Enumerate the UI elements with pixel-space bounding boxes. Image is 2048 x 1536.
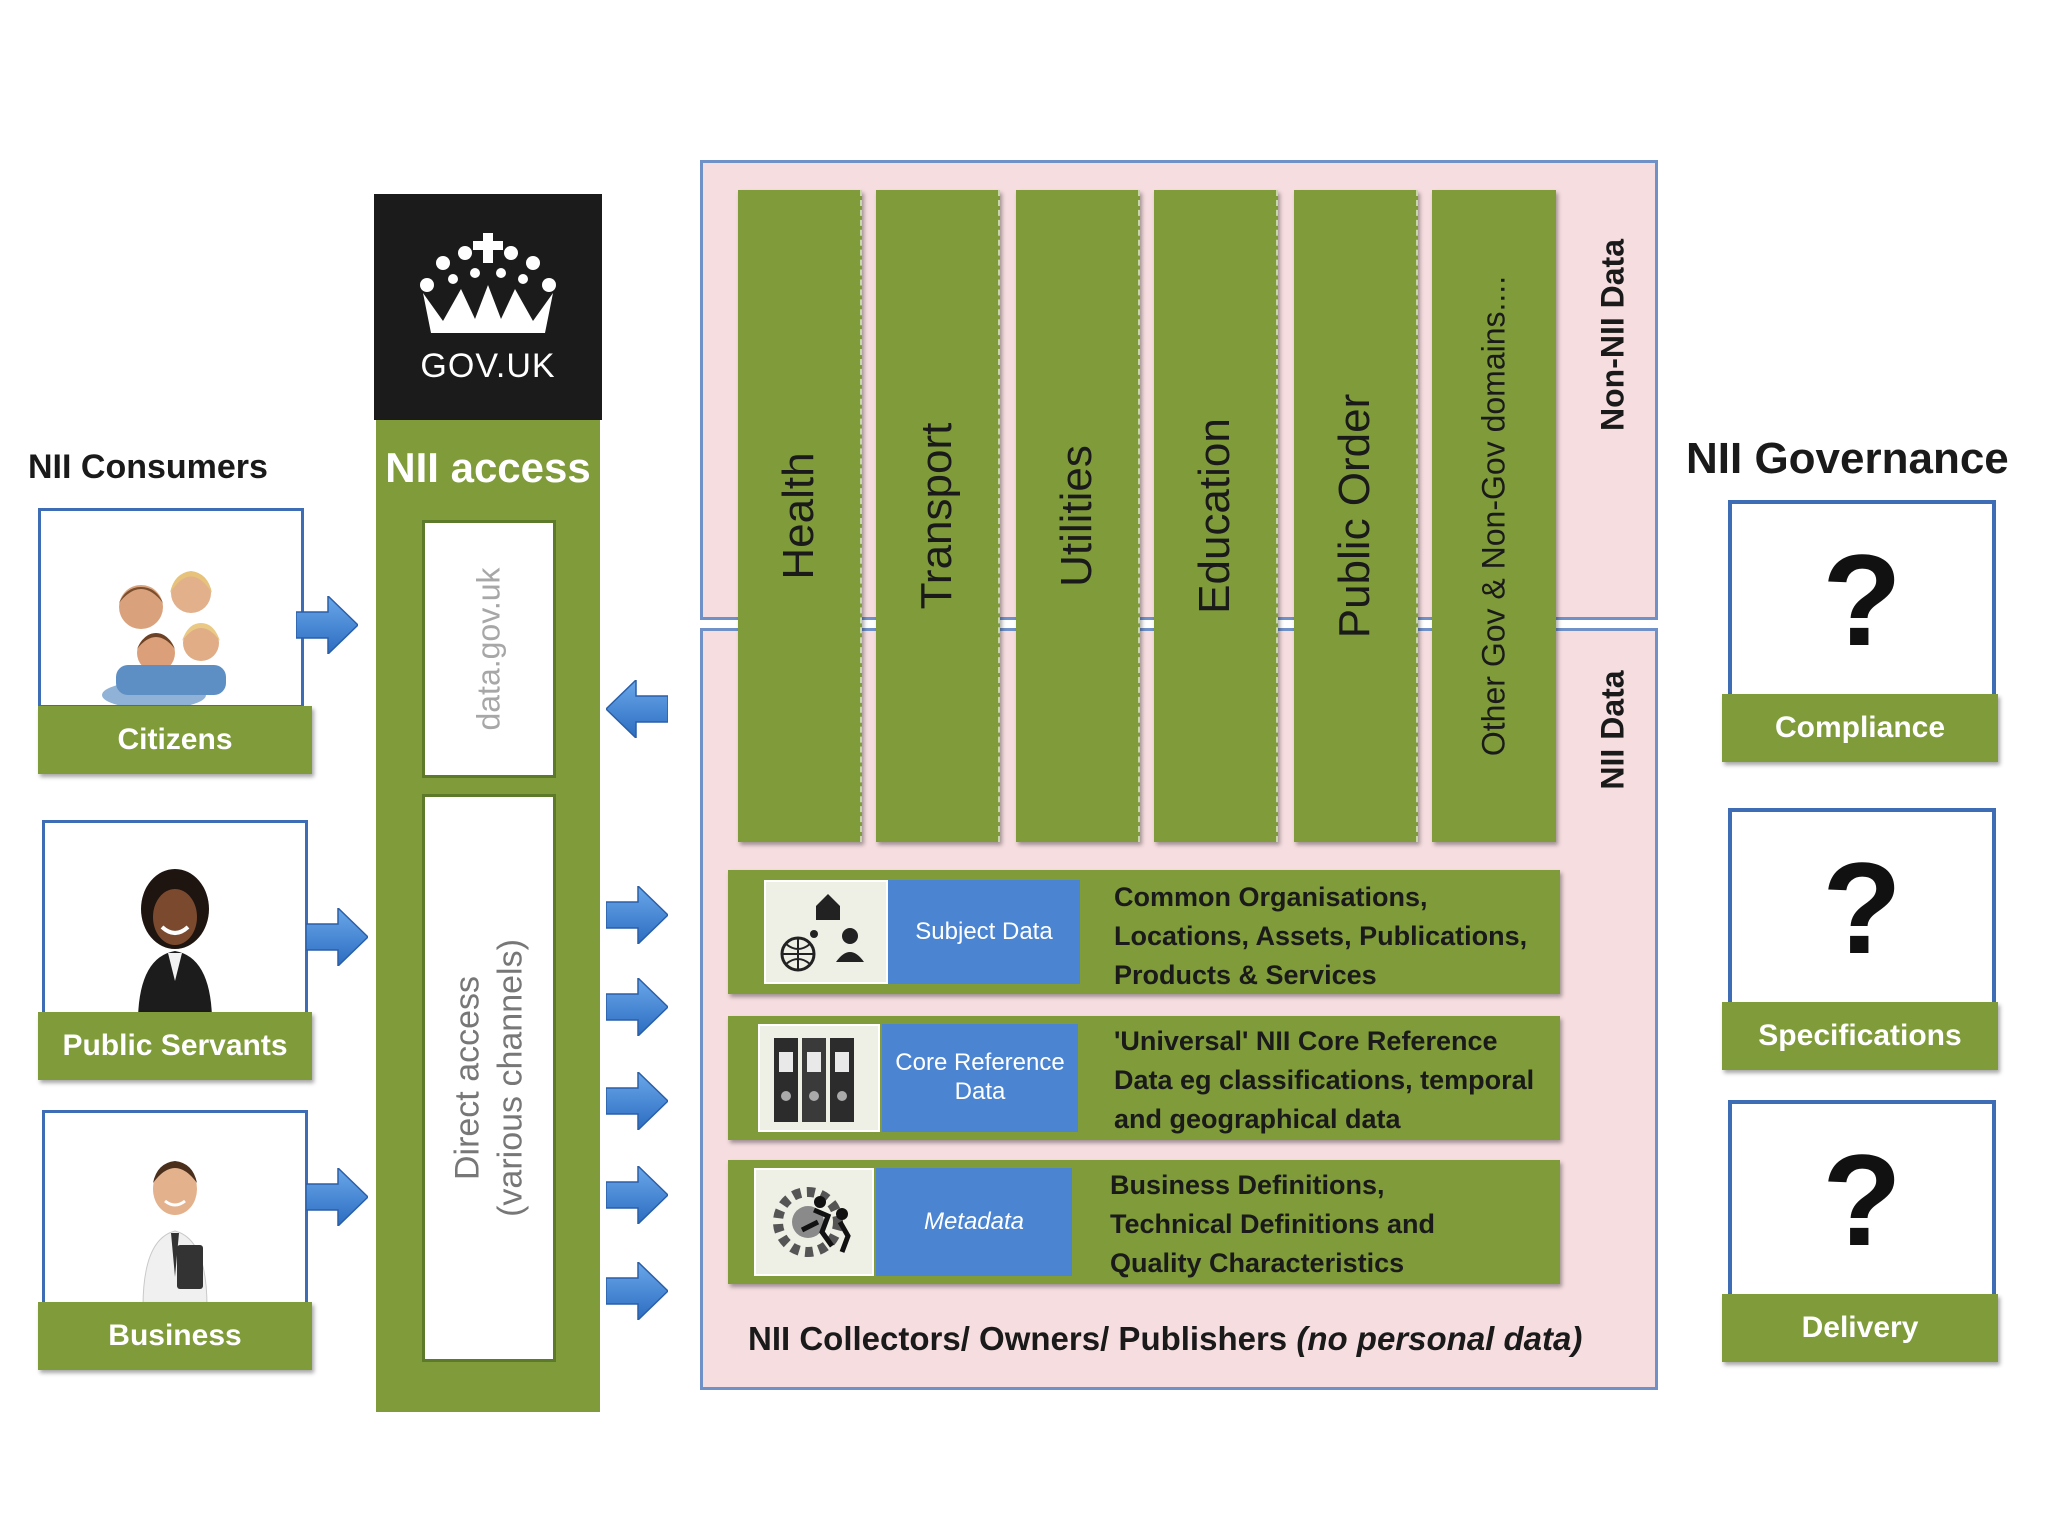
collectors-caption-italic: (no personal data) bbox=[1296, 1320, 1583, 1357]
core-reference-data-row: Core Reference Data 'Universal' NII Core… bbox=[728, 1016, 1560, 1140]
governance-heading: NII Governance bbox=[1686, 434, 2009, 483]
compliance-question-mark: ? bbox=[1822, 527, 1902, 673]
govuk-logo: GOV.UK bbox=[374, 194, 602, 420]
binders-icon bbox=[774, 1038, 854, 1122]
core-reference-desc-line2: Data eg classifications, temporal bbox=[1114, 1065, 1535, 1096]
subject-data-desc-line3: Products & Services bbox=[1114, 960, 1377, 991]
domain-health-text: Health bbox=[774, 452, 823, 580]
family-photo-icon bbox=[102, 571, 226, 705]
metadata-box: Metadata bbox=[876, 1168, 1072, 1276]
subject-data-box: Subject Data bbox=[888, 880, 1080, 984]
domain-column-health: Health bbox=[738, 190, 862, 842]
business-photo-box bbox=[42, 1110, 308, 1310]
data-gov-uk-slot: data.gov.uk bbox=[422, 520, 556, 778]
delivery-label: Delivery bbox=[1722, 1294, 1998, 1362]
metadata-desc-line1: Business Definitions, bbox=[1110, 1170, 1385, 1200]
metadata-desc-line2: Technical Definitions and bbox=[1110, 1209, 1436, 1240]
subject-data-desc-line2: Locations, Assets, Publications, bbox=[1114, 921, 1528, 952]
direct-access-text: Direct access (various channels) bbox=[447, 939, 532, 1217]
gear-people-icon bbox=[773, 1187, 851, 1257]
domain-column-education: Education bbox=[1154, 190, 1278, 842]
nii-data-label: NII Data bbox=[1594, 670, 1631, 790]
compliance-label: Compliance bbox=[1722, 694, 1998, 762]
metadata-row: Metadata Business Definitions, Technical… bbox=[728, 1160, 1560, 1284]
subject-data-desc-line1: Common Organisations, bbox=[1114, 882, 1428, 912]
access-arrow-right-icon-3 bbox=[606, 1072, 668, 1130]
domain-column-transport: Transport bbox=[876, 190, 1000, 842]
domain-column-utilities: Utilities bbox=[1016, 190, 1140, 842]
domain-column-other: Other Gov & Non-Gov domains.... bbox=[1432, 190, 1556, 842]
core-reference-box-line1: Core Reference bbox=[895, 1049, 1065, 1077]
data-to-access-arrow-left-icon bbox=[606, 680, 668, 738]
core-reference-data-box: Core Reference Data bbox=[882, 1024, 1078, 1132]
direct-access-line1: Direct access bbox=[448, 975, 487, 1181]
citizens-label: Citizens bbox=[38, 706, 312, 774]
domain-other-text: Other Gov & Non-Gov domains.... bbox=[1475, 275, 1512, 757]
globe-house-person-icon bbox=[780, 894, 864, 972]
citizens-arrow-right-icon bbox=[296, 596, 358, 654]
access-arrow-right-icon-5 bbox=[606, 1262, 668, 1320]
subject-data-description: Common Organisations, Locations, Assets,… bbox=[1114, 878, 1554, 995]
metadata-description: Business Definitions, Technical Definiti… bbox=[1110, 1166, 1550, 1283]
core-reference-desc-line1: 'Universal' NII Core Reference bbox=[1114, 1026, 1498, 1056]
metadata-image bbox=[754, 1168, 874, 1276]
metadata-desc-line3: Quality Characteristics bbox=[1110, 1248, 1405, 1279]
domain-transport-text: Transport bbox=[912, 422, 961, 610]
consumers-heading: NII Consumers bbox=[28, 448, 268, 486]
data-gov-uk-text: data.gov.uk bbox=[470, 567, 507, 731]
woman-photo-icon bbox=[138, 869, 212, 1017]
collectors-caption: NII Collectors/ Owners/ Publishers (no p… bbox=[748, 1320, 1582, 1358]
access-arrow-right-icon-2 bbox=[606, 978, 668, 1036]
non-nii-data-label-wrap: Non-NII Data bbox=[1588, 190, 1638, 480]
non-nii-data-label: Non-NII Data bbox=[1594, 239, 1631, 431]
nii-access-title: NII access bbox=[385, 444, 591, 491]
direct-access-slot: Direct access (various channels) bbox=[422, 794, 556, 1362]
domain-utilities-text: Utilities bbox=[1052, 445, 1101, 587]
domain-column-public-order: Public Order bbox=[1294, 190, 1418, 842]
citizens-photo-box bbox=[38, 508, 304, 708]
domain-public-order-text: Public Order bbox=[1330, 393, 1379, 639]
access-arrow-right-icon-1 bbox=[606, 886, 668, 944]
core-reference-desc-line3: and geographical data bbox=[1114, 1104, 1401, 1135]
public-servants-photo-box bbox=[42, 820, 308, 1020]
domain-education-text: Education bbox=[1190, 418, 1239, 614]
nii-data-label-wrap: NII Data bbox=[1588, 650, 1638, 810]
delivery-question-mark: ? bbox=[1822, 1127, 1902, 1273]
public-servants-label: Public Servants bbox=[38, 1012, 312, 1080]
business-arrow-right-icon bbox=[306, 1168, 368, 1226]
compliance-box: ? bbox=[1728, 500, 1996, 700]
business-label: Business bbox=[38, 1302, 312, 1370]
access-arrow-right-icon-4 bbox=[606, 1166, 668, 1224]
subject-data-image bbox=[764, 880, 888, 984]
delivery-box: ? bbox=[1728, 1100, 1996, 1300]
businessman-photo-icon bbox=[142, 1161, 208, 1307]
crown-icon bbox=[420, 232, 556, 333]
core-reference-box-line2: Data bbox=[954, 1078, 1006, 1105]
specifications-label: Specifications bbox=[1722, 1002, 1998, 1070]
subject-data-row: Subject Data Common Organisations, Locat… bbox=[728, 870, 1560, 994]
core-reference-image bbox=[758, 1024, 880, 1132]
public-servants-arrow-right-icon bbox=[306, 908, 368, 966]
direct-access-line2: (various channels) bbox=[491, 939, 529, 1217]
specifications-box: ? bbox=[1728, 808, 1996, 1008]
core-reference-description: 'Universal' NII Core Reference Data eg c… bbox=[1114, 1022, 1554, 1139]
collectors-caption-main: NII Collectors/ Owners/ Publishers bbox=[748, 1320, 1297, 1357]
specifications-question-mark: ? bbox=[1822, 835, 1902, 981]
govuk-text: GOV.UK bbox=[420, 346, 556, 385]
